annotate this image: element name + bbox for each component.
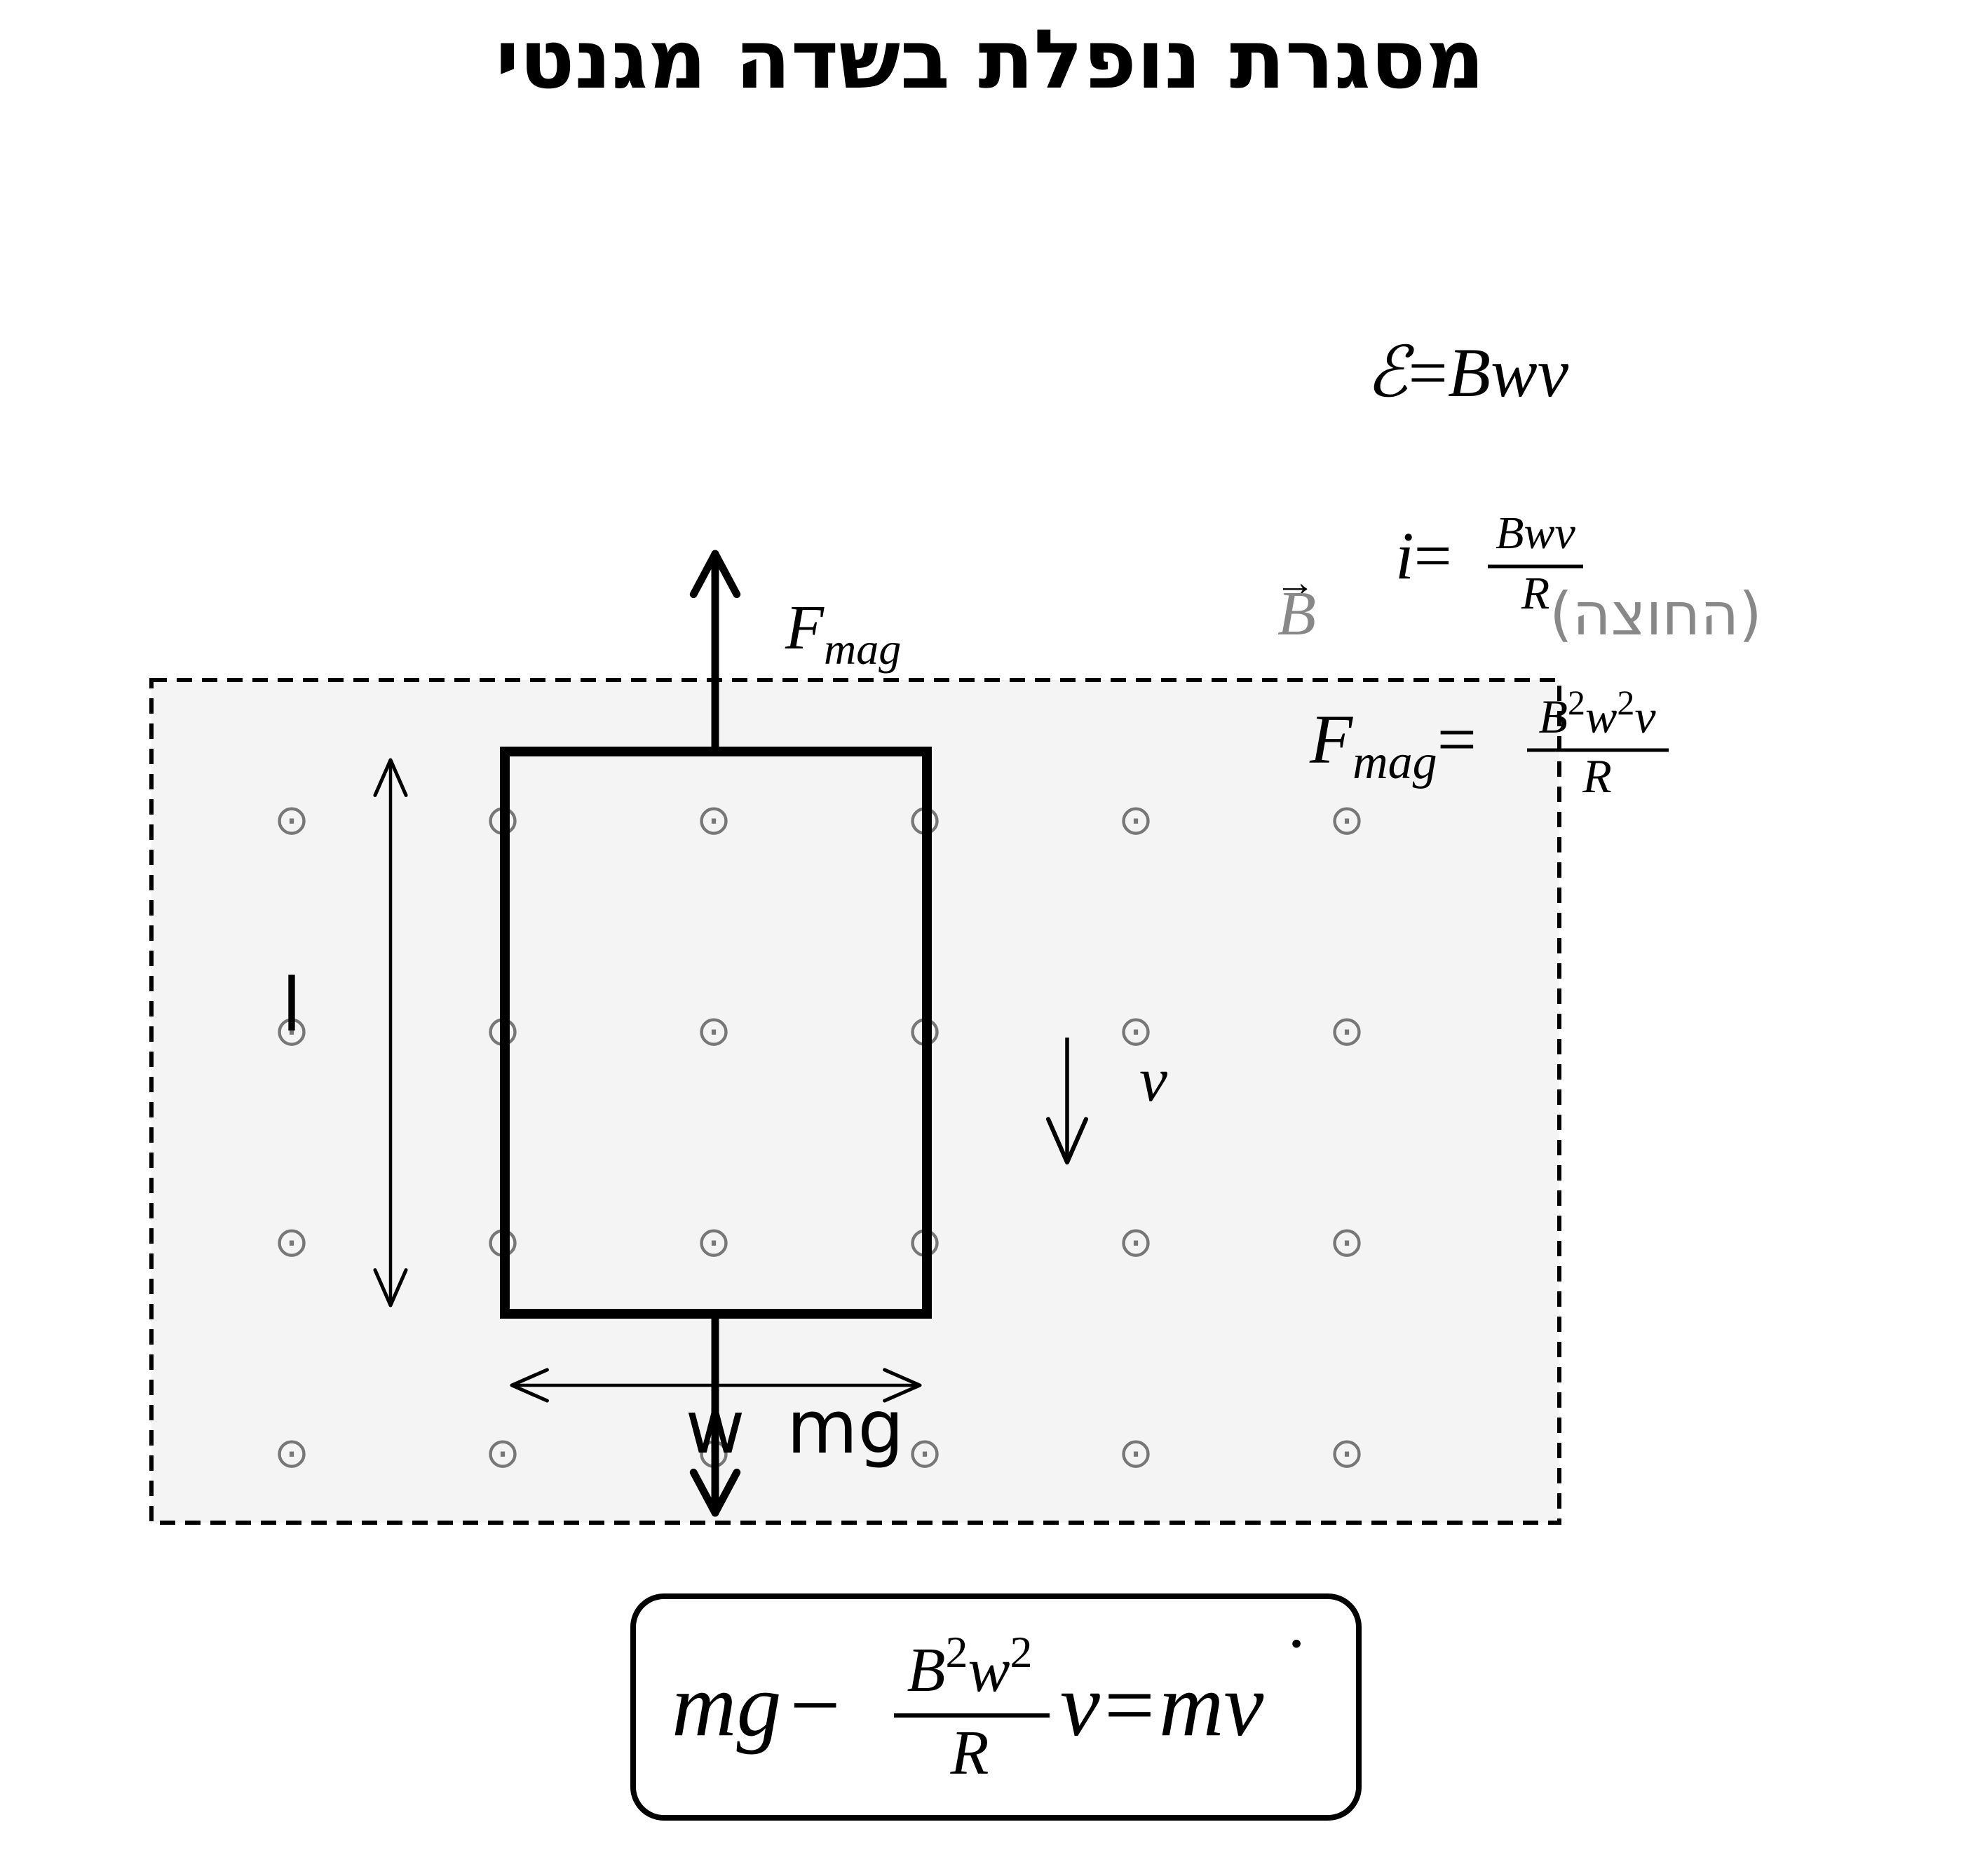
field-out-symbol: ⊙ [274,796,309,845]
emf-symbol: ℰ [1366,334,1415,412]
weight-label: mg [787,1385,904,1470]
current-equals: = [1414,518,1452,593]
current-equation: i= Bwv R [1395,508,1583,619]
emf-equation: ℰ=Bwv [1366,334,1569,412]
field-out-symbol: ⊙ [274,1429,309,1478]
motion-minus: − [789,1655,840,1755]
field-out-symbol: ⊙ [1329,1218,1364,1267]
field-out-symbol: ⊙ [1118,1429,1153,1478]
field-out-symbol: ⊙ [696,1218,731,1267]
magnetic-field-region [149,678,1561,1525]
emf-rhs: Bwv [1448,334,1569,412]
force-num-v: v [1634,690,1656,743]
motion-numerator: B2w2 [907,1627,1032,1705]
f-mag-base: F [785,593,825,662]
motion-mg: mg [672,1655,781,1755]
b-vector-arrow: → [1275,559,1315,605]
motion-dot-accent: ˙ [1284,1622,1310,1708]
motion-denominator: R [950,1718,989,1788]
b-vector-letter: B [1277,579,1316,648]
f-mag-sub: mag [824,624,901,674]
motion-equation: mg− B2w2 R v=mv ˙ [672,1622,1309,1788]
motion-m: m [1159,1655,1223,1755]
field-out-symbol: ⊙ [1118,1218,1153,1267]
velocity-label: v [1139,1045,1167,1115]
magnetic-force-label: Fmag [785,593,901,674]
force-equals: = [1437,700,1477,778]
motion-lhs: mg− [672,1655,841,1755]
motion-num-w: w [968,1636,1010,1705]
field-out-symbol: ⊙ [1118,1007,1153,1056]
current-lhs: i= [1395,518,1452,593]
field-out-symbol: ⊙ [274,1007,309,1056]
force-symbol: F [1309,700,1353,778]
force-denominator: R [1582,749,1612,803]
field-out-symbol: ⊙ [907,1429,942,1478]
field-out-symbol: ⊙ [274,1218,309,1267]
field-out-symbol: ⊙ [1329,1429,1364,1478]
diagram-title: מסגרת נופלת בשדה מגנטי [496,13,1485,107]
force-sub: mag [1352,735,1437,789]
current-symbol: i [1395,518,1414,593]
field-out-symbol: ⊙ [1329,1007,1364,1056]
width-label: w [685,1385,745,1470]
force-lhs: Fmag= [1309,700,1477,789]
field-out-symbol: ⊙ [1329,796,1364,845]
field-label: → B (החוצה) [1275,559,1762,648]
current-numerator: Bwv [1496,508,1575,559]
motion-vdot: v [1223,1655,1263,1755]
motion-v: v [1060,1655,1100,1755]
motion-num-b: B [907,1636,945,1705]
motion-equals: = [1104,1655,1155,1755]
height-label: l [282,963,302,1048]
force-num-sup1: 2 [1568,683,1585,722]
field-out-symbol: ⊙ [485,1429,520,1478]
conducting-loop [500,747,932,1319]
current-denominator: R [1521,568,1550,619]
motion-equation-box [630,1593,1362,1821]
field-out-symbol: ⊙ [696,796,731,845]
force-numerator: B2w2v [1538,683,1656,743]
force-equation: Fmag= B2w2v R [1309,683,1669,803]
b-direction-label: (החוצה) [1550,580,1762,648]
motion-num-sup2: 2 [1010,1627,1033,1677]
force-num-sup2: 2 [1617,683,1634,722]
motion-rhs: v=mv [1060,1655,1263,1755]
force-num-b: B [1538,690,1568,743]
field-out-symbol: ⊙ [696,1007,731,1056]
field-out-symbol: ⊙ [1118,796,1153,845]
emf-equals: = [1409,334,1448,412]
motion-num-sup1: 2 [945,1627,968,1677]
force-num-w: w [1585,690,1617,743]
